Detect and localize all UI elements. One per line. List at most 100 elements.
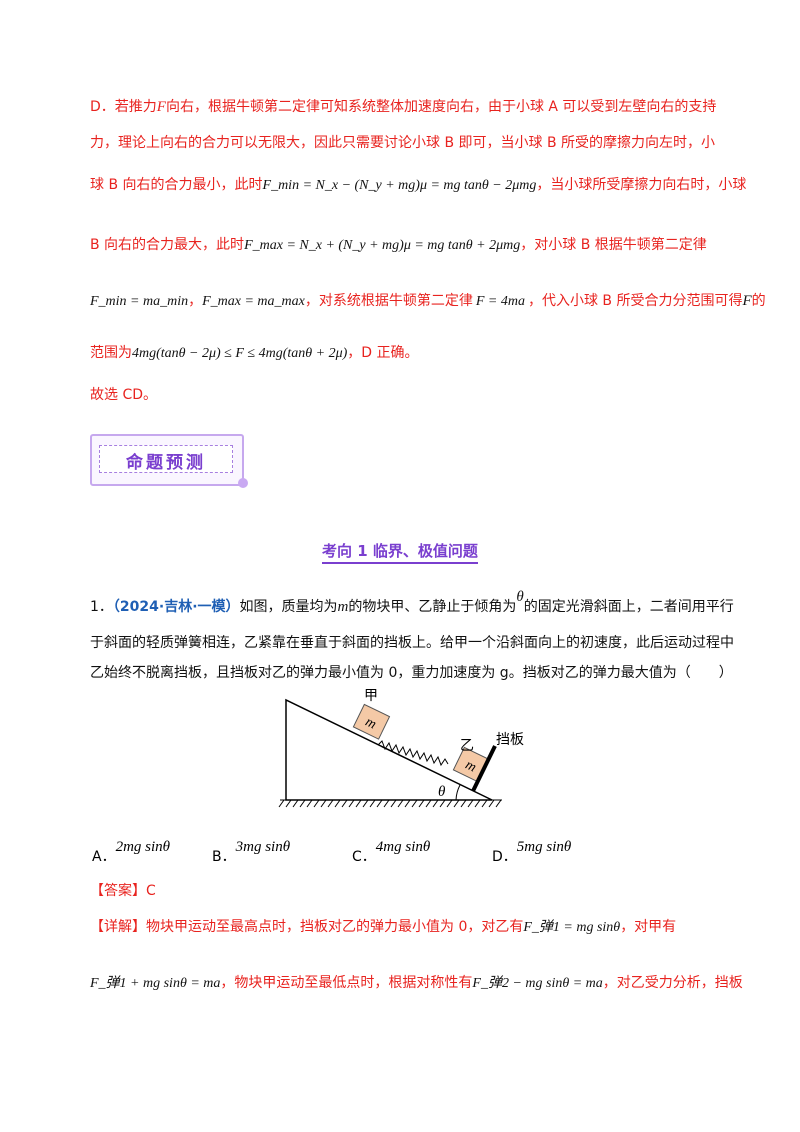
option-d[interactable]: D．5mg sinθ: [492, 836, 572, 865]
text-run: ，物块甲运动至最低点时，根据对称性有: [220, 975, 473, 991]
explanation-line-1: 【详解】物块甲运动至最高点时，挡板对乙的弹力最小值为 0，对乙有F_弹1 = m…: [90, 916, 676, 936]
option-formula: 4mg sinθ: [375, 839, 431, 855]
question-line-3: 乙始终不脱离挡板，且挡板对乙的弹力最小值为 0，重力加速度为 g。挡板对乙的弹力…: [90, 665, 733, 681]
text-run: ，: [188, 293, 203, 309]
text-run: ，D 正确。: [347, 345, 419, 361]
ground-hatch: [278, 799, 502, 808]
hatch-mark: [362, 799, 369, 808]
formula-fmin: F_min = N_x − (N_y + mg)μ = mg tanθ − 2μ…: [262, 178, 537, 193]
math-theta: θ: [516, 589, 524, 605]
banner-title: 命题预测: [126, 453, 206, 473]
text-run: ，对系统根据牛顿第二定律: [304, 293, 473, 309]
hatch-mark: [397, 799, 404, 808]
angle-arc: [455, 784, 461, 801]
label-jia: 甲: [364, 688, 378, 704]
text-run: B 向右的合力最大，此时: [90, 237, 245, 253]
text-run: 的物块甲、乙静止于倾角为: [348, 599, 517, 615]
hatch-mark: [334, 799, 341, 808]
hatch-mark: [467, 799, 474, 808]
incline-figure: m m θ 甲 乙 挡板: [278, 688, 524, 808]
baffle-board: [471, 745, 497, 792]
block-jia-rect: [352, 703, 391, 740]
question-line-1: 1．（2024·吉林·一模）如图，质量均为m的物块甲、乙静止于倾角为θ的固定光滑…: [90, 589, 734, 616]
formula-jia-bottom: F_弹2 − mg sinθ = ma: [472, 976, 603, 991]
option-formula: 2mg sinθ: [115, 839, 171, 855]
label-yi: 乙: [460, 738, 474, 754]
formula-f-range: 4mg(tanθ − 2μ) ≤ F ≤ 4mg(tanθ + 2μ): [132, 346, 348, 361]
hatch-mark: [383, 799, 390, 808]
hatch-mark: [278, 799, 285, 808]
hatch-mark: [425, 799, 432, 808]
formula-jia-top: F_弹1 + mg sinθ = ma: [90, 976, 221, 991]
hatch-mark: [411, 799, 418, 808]
hatch-mark: [299, 799, 306, 808]
section-title-text: 考向 1 临界、极值问题: [322, 542, 478, 564]
text-run: ，对甲有: [620, 919, 677, 935]
hatch-mark: [348, 799, 355, 808]
section-banner: 命题预测: [90, 434, 248, 488]
spring: [377, 740, 449, 767]
hatch-mark: [474, 799, 481, 808]
hatch-mark: [432, 799, 439, 808]
hatch-mark: [327, 799, 334, 808]
formula-fspring1: F_弹1 = mg sinθ: [523, 920, 621, 935]
text-run: ，代入小球 B 所受合力分范围可得: [527, 293, 743, 309]
angle-theta: θ: [438, 784, 446, 800]
text-run: D．若推力: [90, 99, 157, 115]
solution-line-2: 力，理论上向右的合力可以无限大，因此只需要讨论小球 B 即可，当小球 B 所受的…: [90, 135, 716, 151]
banner-inner: 命题预测: [99, 445, 233, 473]
hatch-mark: [285, 799, 292, 808]
hatch-mark: [446, 799, 453, 808]
option-c[interactable]: C．4mg sinθ: [352, 836, 431, 865]
formula-f-4ma: F = 4ma: [475, 294, 525, 309]
text-run: 球 B 向右的合力最小，此时: [90, 177, 263, 193]
text-run: 的: [751, 293, 766, 309]
hatch-mark: [355, 799, 362, 808]
hatch-mark: [460, 799, 467, 808]
answer-line: 【答案】C: [90, 883, 156, 899]
question-line-2: 于斜面的轻质弹簧相连，乙紧靠在垂直于斜面的挡板上。给甲一个沿斜面向上的初速度，此…: [90, 635, 734, 651]
option-letter: B．: [212, 849, 236, 865]
label-board: 挡板: [496, 732, 524, 748]
solution-line-6: 范围为4mg(tanθ − 2μ) ≤ F ≤ 4mg(tanθ + 2μ)，D…: [90, 342, 419, 362]
banner-frame: 命题预测: [90, 434, 244, 486]
hatch-mark: [376, 799, 383, 808]
solution-line-1: D．若推力F向右，根据牛顿第二定律可知系统整体加速度向右，由于小球 A 可以受到…: [90, 96, 716, 116]
hatch-mark: [481, 799, 488, 808]
math-F: F: [742, 293, 752, 309]
hatch-mark: [390, 799, 397, 808]
text-run: 如图，质量均为: [239, 599, 338, 615]
math-F: F: [156, 99, 166, 115]
formula-fmax: F_max = N_x + (N_y + mg)μ = mg tanθ + 2μ…: [244, 238, 521, 253]
hatch-mark: [341, 799, 348, 808]
formula-fmax-ma: F_max = ma_max: [202, 294, 305, 309]
option-letter: D．: [492, 849, 517, 865]
text-run: 向右，根据牛顿第二定律可知系统整体加速度向右，由于小球 A 可以受到左壁向右的支…: [165, 99, 717, 115]
hatch-mark: [495, 799, 502, 808]
incline-triangle: [285, 698, 493, 801]
hatch-mark: [320, 799, 327, 808]
option-letter: C．: [352, 849, 376, 865]
option-a[interactable]: A．2mg sinθ: [92, 836, 171, 865]
question-number: 1．: [90, 599, 113, 615]
block-jia: m: [352, 703, 391, 740]
hatch-mark: [313, 799, 320, 808]
question-source: （2024·吉林·一模）: [112, 599, 240, 615]
solution-line-4: B 向右的合力最大，此时F_max = N_x + (N_y + mg)μ = …: [90, 234, 707, 254]
hatch-mark: [404, 799, 411, 808]
option-formula: 5mg sinθ: [516, 839, 572, 855]
solution-line-3: 球 B 向右的合力最小，此时F_min = N_x − (N_y + mg)μ …: [90, 174, 746, 194]
option-letter: A．: [92, 849, 116, 865]
option-b[interactable]: B．3mg sinθ: [212, 836, 291, 865]
hatch-mark: [418, 799, 425, 808]
text-run: 【详解】物块甲运动至最高点时，挡板对乙的弹力最小值为 0，对乙有: [90, 919, 524, 935]
text-run: ，对小球 B 根据牛顿第二定律: [520, 237, 707, 253]
explanation-line-2: F_弹1 + mg sinθ = ma，物块甲运动至最低点时，根据对称性有F_弹…: [90, 972, 743, 992]
solution-line-5: F_min = ma_min，F_max = ma_max，对系统根据牛顿第二定…: [90, 290, 766, 310]
text-run: 的固定光滑斜面上，二者间用平行: [523, 599, 734, 615]
option-formula: 3mg sinθ: [235, 839, 291, 855]
hatch-mark: [453, 799, 460, 808]
hatch-mark: [369, 799, 376, 808]
banner-decoration: [238, 478, 248, 488]
hatch-mark: [306, 799, 313, 808]
